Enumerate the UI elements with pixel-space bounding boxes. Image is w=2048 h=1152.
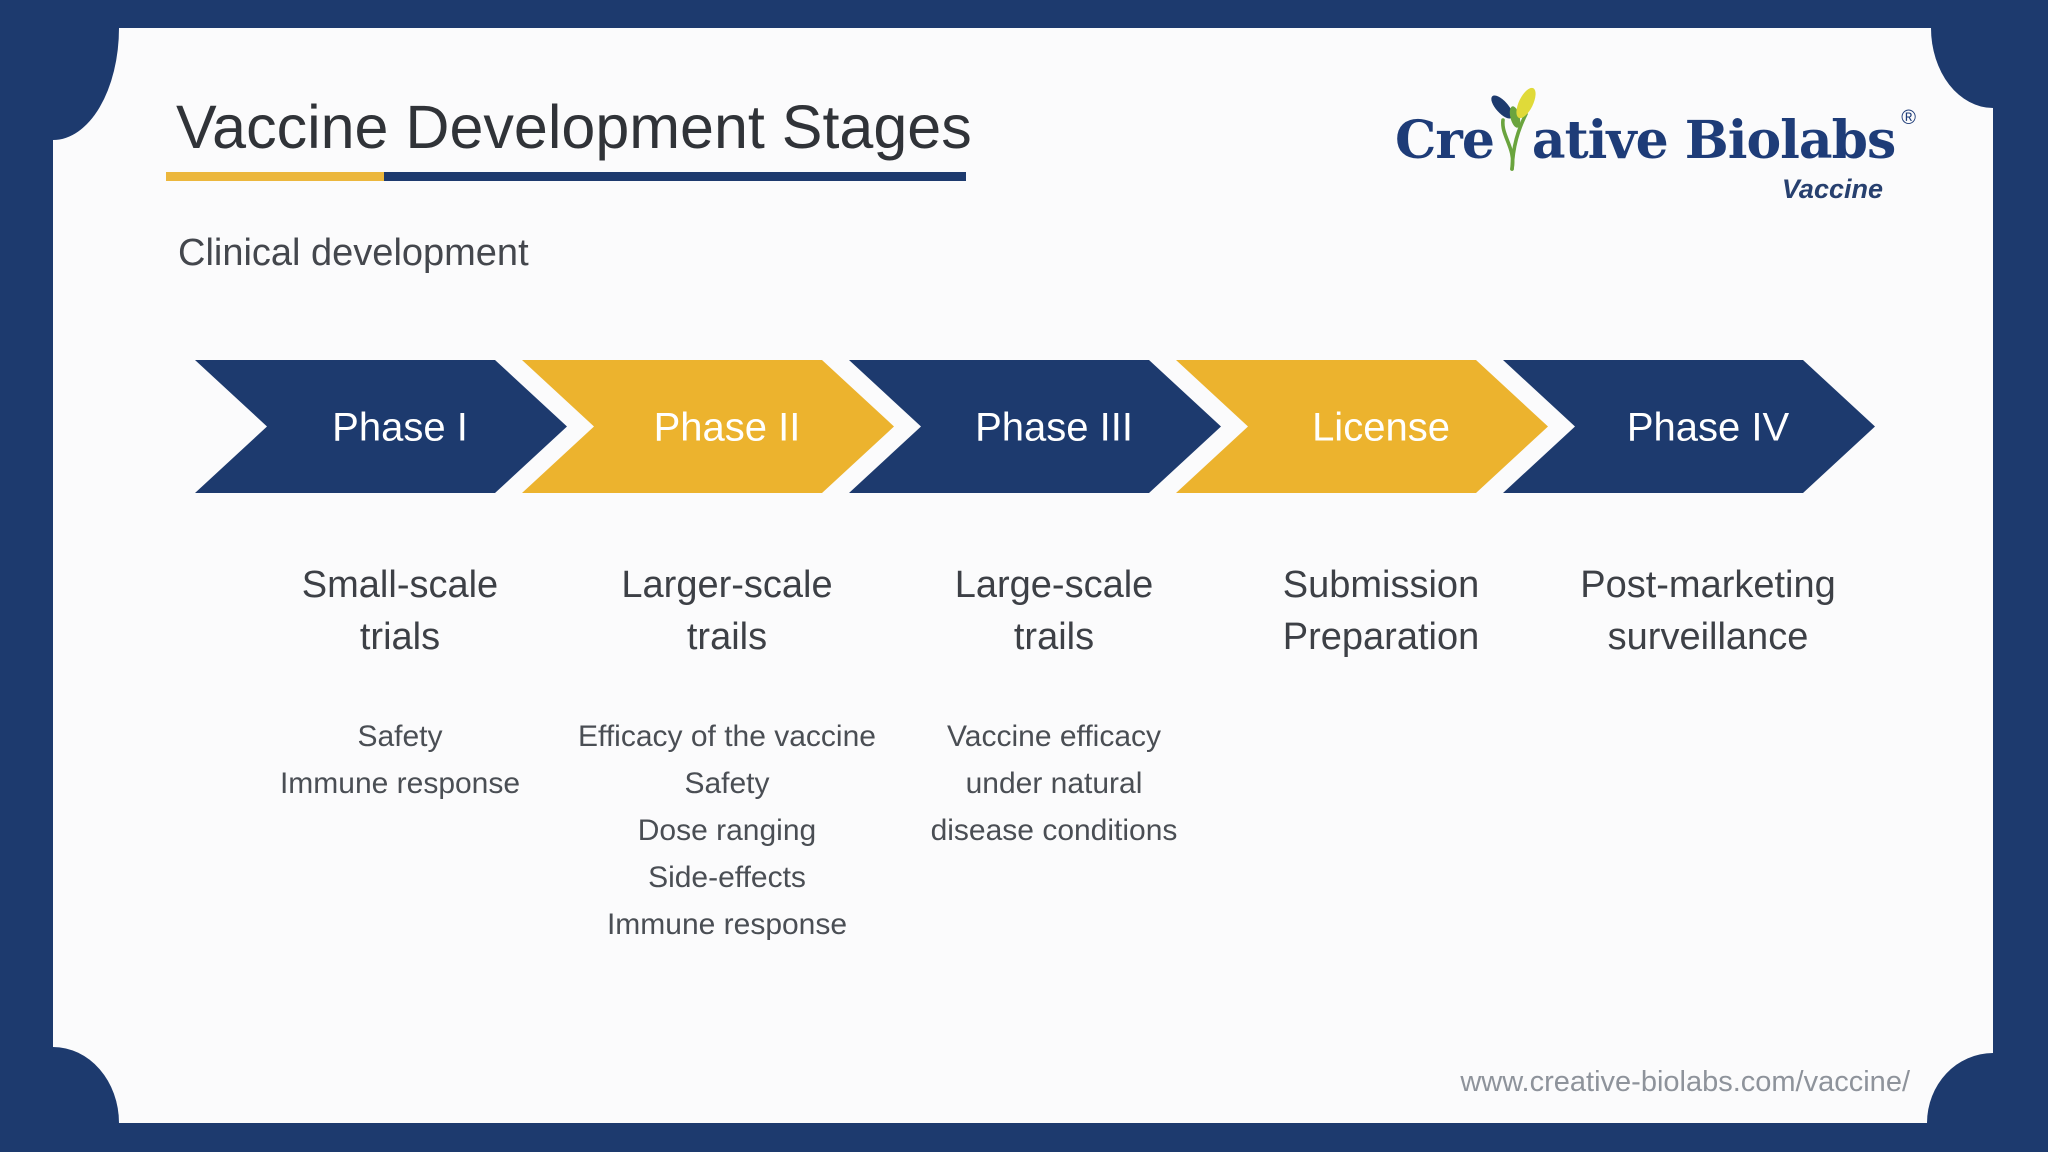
stage-heading-line: trials <box>359 616 441 658</box>
corner-ear-bottom-right <box>1927 1053 1993 1123</box>
stage-label: Phase III <box>975 406 1133 450</box>
stage-label: Phase IV <box>1627 406 1790 450</box>
page-title: Vaccine Development Stages <box>176 93 972 161</box>
stage-heading-line: Small-scale <box>301 564 499 606</box>
corner-ear-top-left <box>53 28 119 140</box>
stage-heading-line: Large-scale <box>954 564 1154 606</box>
corner-ear-top-right <box>1931 28 1993 108</box>
stage-details: Vaccine efficacy under natural disease con… <box>862 713 1246 854</box>
stage-heading-line: Preparation <box>1282 616 1480 658</box>
stage-arrow-phase-ii <box>522 360 894 493</box>
brand-logo-wordmark: Cre ative Biolabs® <box>1395 86 1916 171</box>
stage-detail-line: under natural <box>965 767 1143 800</box>
stage-detail-line: Side-effects <box>648 861 806 894</box>
stage-arrow-license <box>1176 360 1548 493</box>
stage-heading-line: Larger-scale <box>621 564 833 606</box>
brand-text-post: ative Biolabs <box>1531 110 1896 171</box>
section-subtitle: Clinical development <box>178 232 529 274</box>
stage-heading-line: Post-marketing <box>1580 564 1836 606</box>
title-underline <box>166 172 966 181</box>
stage-heading-line: Submission <box>1282 564 1480 606</box>
corner-ear-bottom-left <box>53 1047 119 1123</box>
stage-heading: Small-scale trials <box>208 559 592 663</box>
stage-arrow-phase-iii <box>849 360 1221 493</box>
stage-label: Phase I <box>332 406 468 450</box>
stage-heading: Larger-scale trails <box>535 559 919 663</box>
stage-column-5: Post-marketing surveillance <box>1516 559 1900 663</box>
stage-detail-line: Efficacy of the vaccine <box>578 720 876 753</box>
sprout-leaves-icon <box>1491 87 1536 171</box>
registered-trademark-icon: ® <box>1901 107 1916 129</box>
title-underline-gold-segment <box>166 172 384 181</box>
stage-heading-line: trails <box>686 616 768 658</box>
stage-detail-line: Immune response <box>606 908 848 941</box>
brand-text-pre: Cre <box>1395 110 1495 171</box>
stage-detail-line: Safety <box>357 720 443 753</box>
stage-label: Phase II <box>654 406 801 450</box>
stage-heading-line: surveillance <box>1607 616 1809 658</box>
stage-chevron-flow: Phase I Phase II Phase III License Phase IV <box>195 360 1875 493</box>
stage-detail-line: Dose ranging <box>637 814 817 847</box>
stage-heading-line: trails <box>1013 616 1095 658</box>
footer-url: www.creative-biolabs.com/vaccine/ <box>1460 1066 1910 1098</box>
stage-detail-line: Immune response <box>279 767 521 800</box>
brand-logo: Cre ative Biolabs® Vaccine <box>1395 86 1916 205</box>
stage-arrow-phase-iv <box>1503 360 1875 493</box>
stage-label: License <box>1312 406 1450 450</box>
content-panel: Vaccine Development Stages Cre ative Bio… <box>53 28 1993 1123</box>
stage-heading: Large-scale trails <box>862 559 1246 663</box>
stage-detail-line: disease conditions <box>930 814 1178 847</box>
stage-arrow-phase-i <box>195 360 567 493</box>
stage-detail-line: Safety <box>684 767 770 800</box>
title-underline-navy-segment <box>384 172 966 181</box>
stage-detail-line: Vaccine efficacy <box>947 720 1161 753</box>
stage-heading: Post-marketing surveillance <box>1516 559 1900 663</box>
brand-division-label: Vaccine <box>1781 174 1883 204</box>
